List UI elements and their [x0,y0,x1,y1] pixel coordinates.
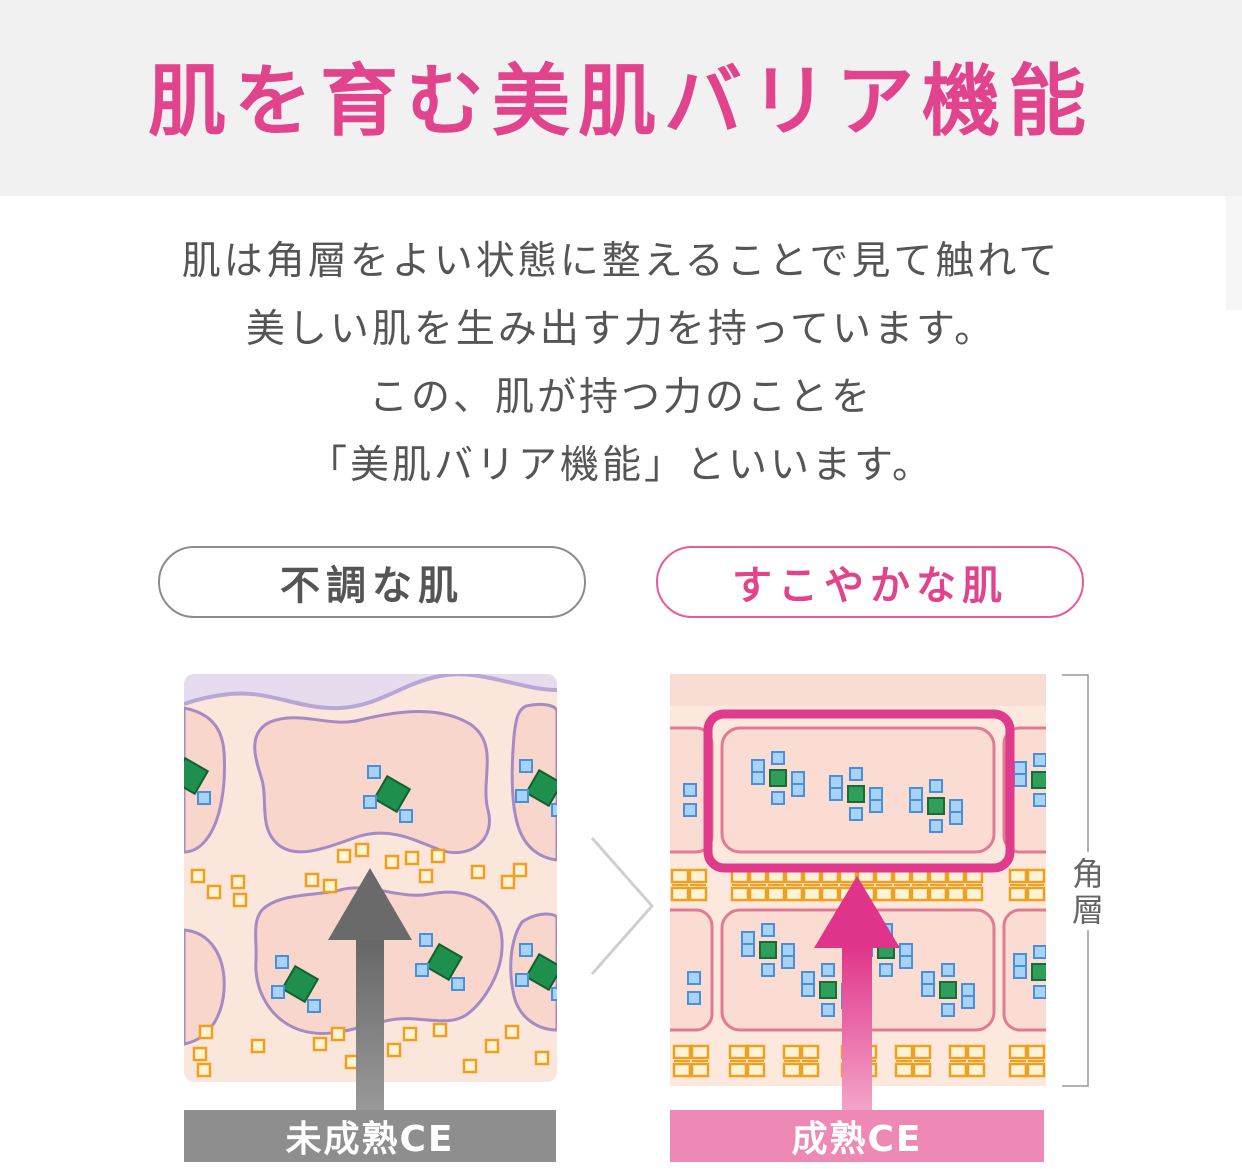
up-arrow-pink-icon [814,876,900,1114]
page-title: 肌を育む美肌バリア機能 [147,57,1094,147]
header-band [0,0,1242,196]
intro-line: 肌は角層をよい状態に整えることで見て触れて [181,239,1061,284]
healthy-skin-label: すこやかな肌 [656,546,1084,618]
immature-ce-label: 未成熟CE [184,1110,556,1162]
intro-line: この、肌が持つ力のことを [368,375,873,420]
side-stripe [1226,196,1242,310]
unhealthy-skin-panel [184,674,557,1082]
layer-char: 層 [1071,891,1104,929]
highlight-frame [703,709,1015,873]
layer-char: 角 [1071,855,1104,893]
healthy-skin-panel [670,674,1046,1086]
intro-text: 肌は角層をよい状態に整えることで見て触れて 美しい肌を生み出す力を持っています。… [0,228,1242,500]
intro-line: 「美肌バリア機能」といいます。 [307,443,935,488]
mature-ce-label: 成熟CE [670,1110,1044,1162]
stratum-corneum-label: 角 層 [1070,856,1106,928]
chevron-right-icon [590,837,655,975]
unhealthy-skin-label: 不調な肌 [158,546,586,618]
up-arrow-gray-icon [328,868,412,1114]
intro-line: 美しい肌を生み出す力を持っています。 [245,307,997,352]
